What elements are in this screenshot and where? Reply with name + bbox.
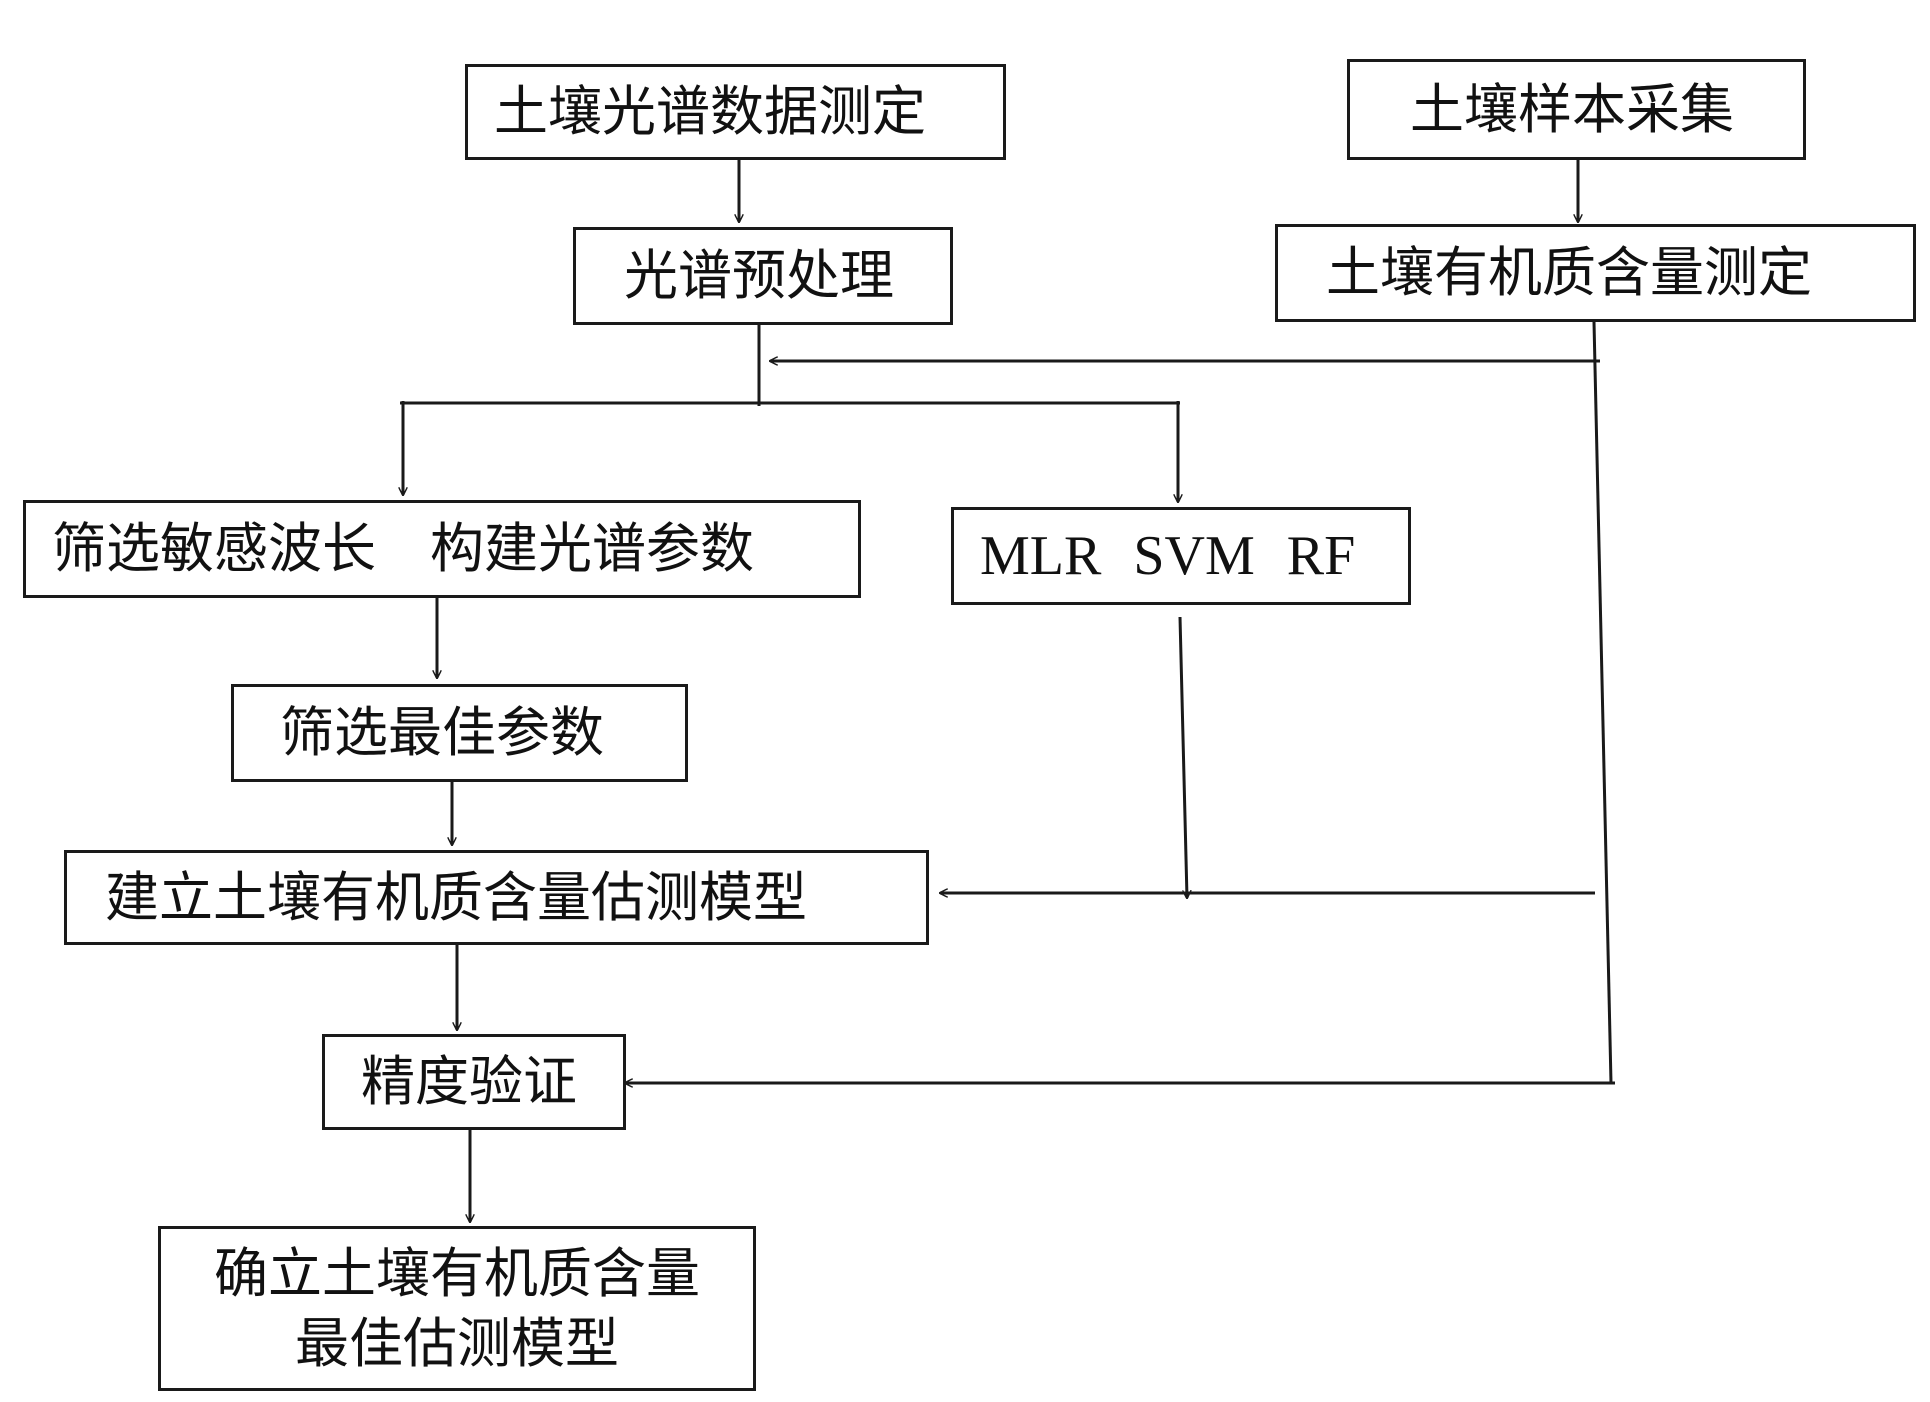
node-final-model: 确立土壤有机质含量 最佳估测模型: [158, 1226, 756, 1391]
node-accuracy-validation: 精度验证: [322, 1034, 626, 1130]
node-band-selection-label: 筛选敏感波长 构建光谱参数: [52, 517, 754, 580]
node-models: MLR SVM RF: [951, 507, 1411, 605]
node-sample-collection-label: 土壤样本采集: [1410, 77, 1734, 141]
node-band-selection: 筛选敏感波长 构建光谱参数: [23, 500, 861, 598]
node-final-model-line2: 最佳估测模型: [295, 1311, 619, 1375]
node-best-params: 筛选最佳参数: [231, 684, 688, 782]
node-models-label: MLR SVM RF: [980, 525, 1356, 587]
node-som-measurement: 土壤有机质含量测定: [1275, 224, 1916, 322]
node-sample-collection: 土壤样本采集: [1347, 59, 1806, 160]
arrow-models-to-build: [1178, 616, 1187, 898]
node-accuracy-validation-label: 精度验证: [361, 1050, 577, 1113]
node-final-model-line1: 确立土壤有机质含量: [214, 1241, 700, 1305]
node-build-model: 建立土壤有机质含量估测模型: [64, 850, 929, 945]
node-spectral-preprocessing-label: 光谱预处理: [624, 244, 894, 307]
node-spectral-measurement: 土壤光谱数据测定: [465, 64, 1006, 160]
node-spectral-measurement-label: 土壤光谱数据测定: [494, 80, 926, 143]
node-best-params-label: 筛选最佳参数: [280, 701, 604, 764]
node-spectral-preprocessing: 光谱预处理: [573, 227, 953, 325]
node-build-model-label: 建立土壤有机质含量估测模型: [105, 865, 807, 929]
node-som-measurement-label: 土壤有机质含量测定: [1326, 241, 1812, 304]
connector-lines: [400, 321, 1613, 1084]
